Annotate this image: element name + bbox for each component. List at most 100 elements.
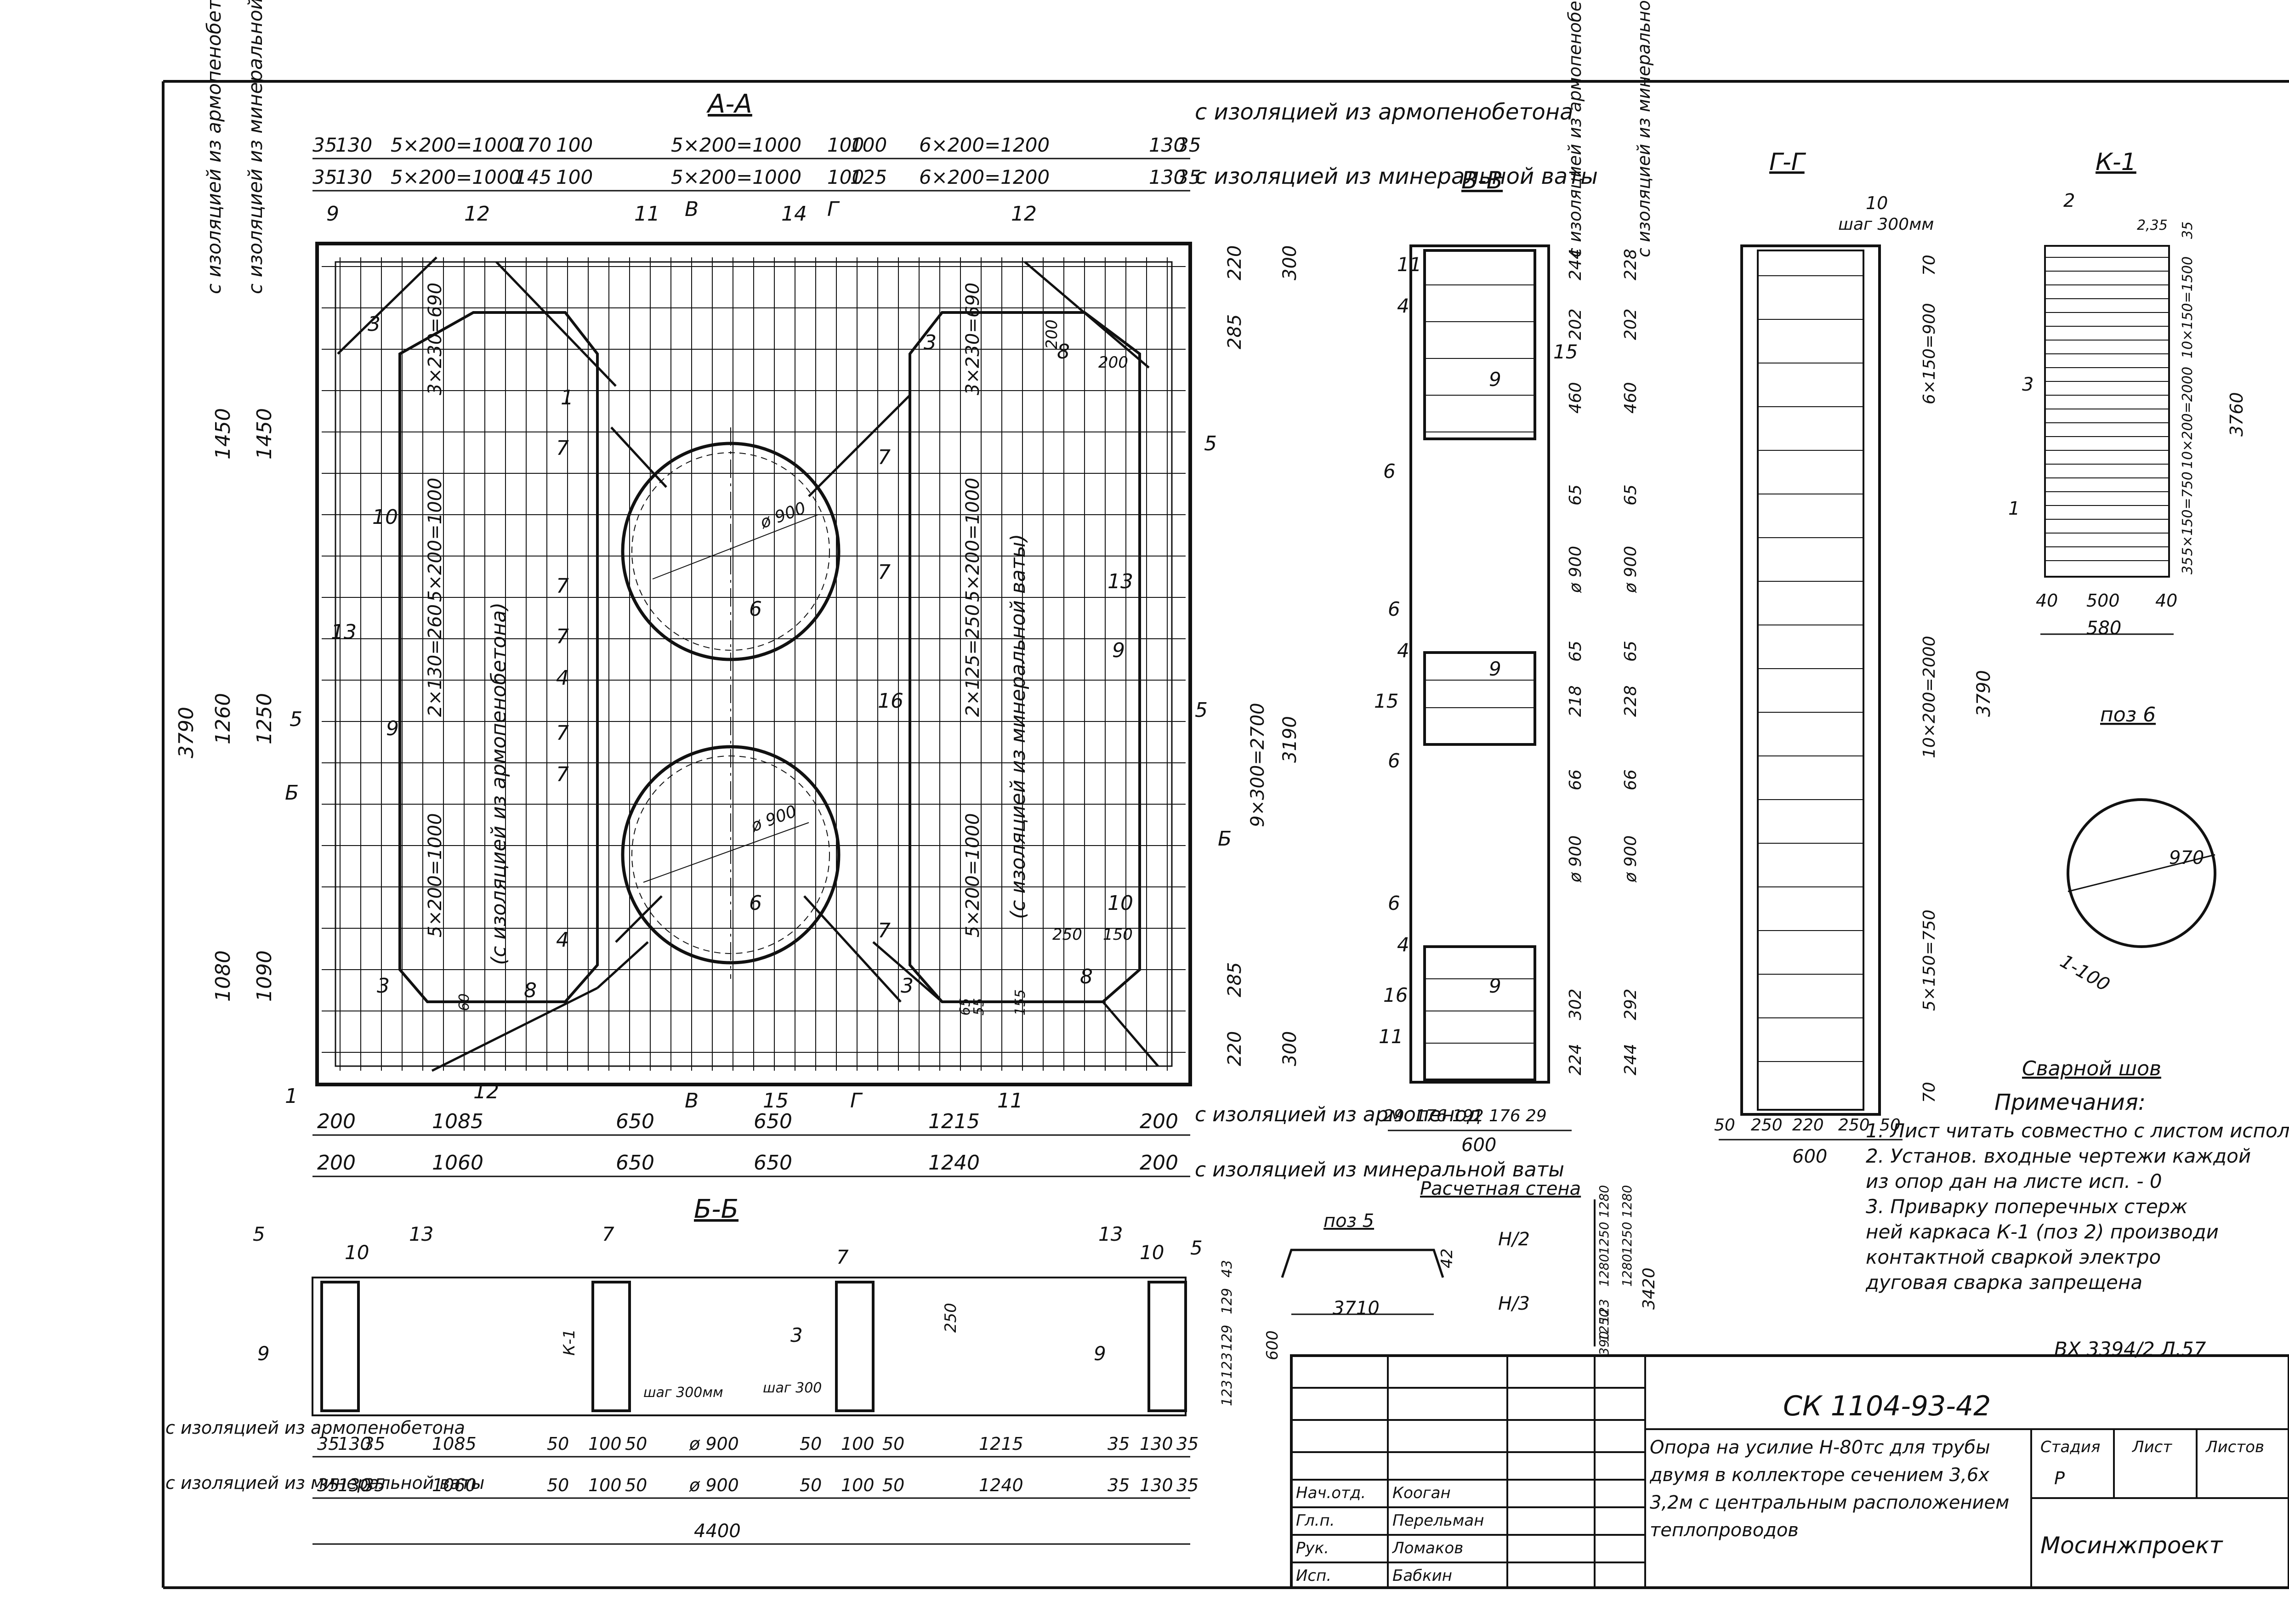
aa-top-dim: 5×200=1000	[391, 166, 521, 188]
aa-position-mark: 11	[634, 202, 660, 226]
gg-top-note: 10	[1866, 193, 1888, 213]
aa-diag-bar	[495, 261, 617, 387]
section-bb-title: Б-Б	[694, 1194, 738, 1224]
bb-d250: 250	[942, 1303, 960, 1333]
poz6-circle	[2067, 798, 2216, 948]
vv-bottom-dim: 29	[1383, 1107, 1404, 1125]
poz5-shape	[1281, 1249, 1444, 1278]
gg-right-dim: 70	[1920, 1082, 1939, 1103]
aa-position-mark: 5	[290, 708, 302, 731]
aa-cut-v-bot: В	[685, 1089, 699, 1113]
poz6-ring: поз 6 970 1-100 Сварной шов	[2022, 703, 2216, 1080]
aa-cut-v-top: В	[685, 198, 699, 221]
aa-left-vert-top: 3×230=690	[425, 283, 446, 395]
gg-right-dim: 70	[1920, 255, 1939, 276]
vv-right-dim: 65	[1566, 641, 1585, 662]
bb-dim: 50	[882, 1434, 904, 1454]
tb-name: Бабкин	[1392, 1567, 1452, 1585]
aa-position-mark: 6	[749, 597, 762, 621]
vv-right-dim: 218	[1566, 685, 1585, 717]
k1-bottom-dim: 40	[2155, 591, 2177, 611]
bb-dim: 35	[1176, 1475, 1198, 1495]
aa-position-mark: 12	[1011, 202, 1037, 226]
calc-wall-dim: 123	[1596, 1299, 1612, 1323]
k1-width: 580	[2086, 618, 2121, 639]
k1-bottom-dim: 40	[2036, 591, 2058, 611]
bb-dim: 35	[317, 1475, 339, 1495]
bb-dim: ø 900	[689, 1434, 739, 1454]
aa-diag-bar	[1024, 261, 1150, 369]
k1-frame	[2044, 245, 2170, 578]
aa-dim-55: 55	[971, 998, 987, 1016]
bb-position-mark: 9	[1094, 1342, 1106, 1365]
vv-position-mark: 15	[1374, 690, 1398, 712]
tb-title: Опора на усилие Н-80тс для трубы двумя в…	[1650, 1437, 2010, 1541]
vv-cage-top	[1423, 249, 1536, 440]
tb-name: Ломаков	[1392, 1539, 1463, 1557]
title-block-frame	[1290, 1354, 2289, 1589]
poz5-length: 3710	[1333, 1298, 1380, 1319]
vv-position-mark: 9	[1489, 368, 1501, 391]
tb-stage: Р	[2054, 1468, 2065, 1488]
aa-top-dim: 5×200=1000	[671, 134, 801, 156]
vv-right-dim: ø 900	[1621, 546, 1640, 593]
aa-left-note: (с изоляцией из армопенобетона)	[487, 602, 511, 965]
aa-left-dim: 1080	[211, 950, 235, 1002]
aa-bottom-dim: 650	[754, 1110, 792, 1133]
aa-position-mark: 7	[556, 574, 569, 598]
aa-right-dim: 3190	[1279, 716, 1301, 763]
aa-right-vert-mid: 5×200=1000	[962, 477, 983, 602]
aa-cut-b-left: Б	[285, 781, 299, 805]
poz5-bar: поз 5 3710 42	[1281, 1210, 1456, 1319]
bb-k1: К-1	[560, 1329, 579, 1356]
tb-stage-label: Стадия	[2040, 1438, 2100, 1456]
aa-top-dim: 100	[850, 134, 887, 156]
bb-right-dim: 129	[1219, 1325, 1235, 1351]
aa-bottom-dim: 1240	[928, 1151, 980, 1175]
bb-dim: 130	[338, 1434, 371, 1454]
bb-dim: 50	[625, 1475, 647, 1495]
aa-position-mark: 3	[368, 312, 381, 336]
bb-dim: 50	[800, 1434, 822, 1454]
vv-position-mark: 6	[1388, 892, 1400, 914]
vv-bottom-dim: 176	[1489, 1107, 1521, 1125]
aa-right-dim: 285	[1224, 314, 1245, 349]
notes-line: 2. Установ. входные чертежи каждой	[1866, 1145, 2251, 1167]
vv-wall	[1409, 244, 1550, 1084]
aa-position-mark: 4	[556, 666, 569, 690]
gg-bottom-dim: 50	[1880, 1116, 1901, 1135]
section-k1-title: К-1	[2096, 148, 2136, 176]
bb-dim: 100	[588, 1475, 622, 1495]
poz6-title: поз 6	[2100, 703, 2156, 727]
aa-position-mark: 8	[1080, 965, 1093, 988]
aa-top-dim: 100	[827, 166, 864, 188]
aa-pipe-hole-lower	[621, 745, 841, 965]
bb-right-dim: 123	[1219, 1352, 1235, 1379]
aa-bottom-insulation-mineral: с изоляцией из минеральной ваты	[1195, 1158, 1564, 1181]
bb-position-mark: 9	[257, 1342, 270, 1365]
aa-bottom-dim: 650	[754, 1151, 792, 1175]
bb-dim: 1240	[979, 1475, 1023, 1495]
vv-insulation-mineral: с изоляцией из минеральной ваты	[1634, 0, 1654, 257]
aa-diag-bar	[431, 987, 598, 1072]
gg-cage	[1757, 250, 1864, 1111]
vv-right-dim: 244	[1566, 249, 1585, 280]
aa-right-dim: 285	[1224, 962, 1245, 997]
bb-dim: 35	[1108, 1434, 1130, 1454]
bb-position-mark: 5	[1190, 1237, 1203, 1259]
bb-step-1: шаг 300мм	[643, 1385, 723, 1401]
aa-position-mark: 3	[377, 974, 390, 998]
bb-dim: 35	[363, 1475, 385, 1495]
aa-left-total: 3790	[175, 707, 198, 758]
aa-left-vert-bot: 5×200=1000	[425, 813, 446, 937]
aa-right-dim: 300	[1279, 245, 1301, 280]
aa-top-dim: 130	[1149, 166, 1186, 188]
gg-width: 600	[1792, 1146, 1827, 1167]
tb-name: Перельман	[1392, 1511, 1484, 1530]
calc-wall-total: 3420	[1640, 1267, 1659, 1310]
bb-total: 4400	[694, 1521, 741, 1542]
vv-right-dim: 66	[1621, 769, 1640, 790]
vv-position-mark: 4	[1397, 933, 1409, 956]
